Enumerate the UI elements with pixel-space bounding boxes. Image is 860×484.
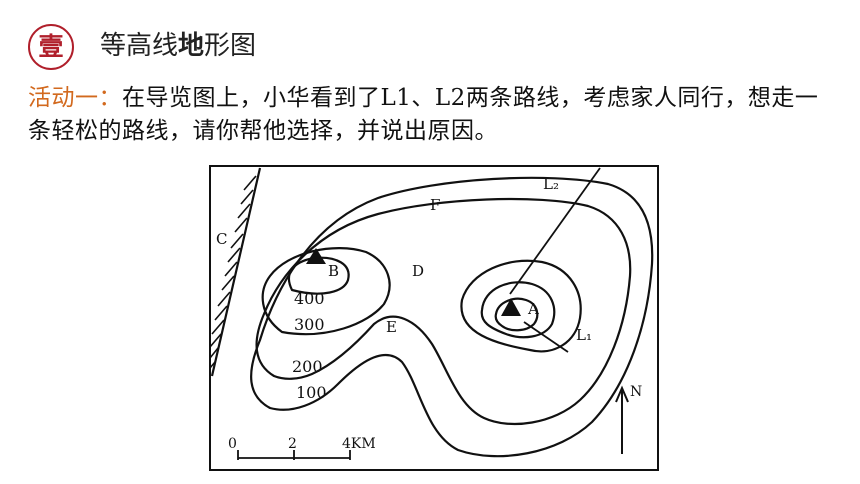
contour-label-100: 100 xyxy=(296,383,327,402)
section-badge: 壹 xyxy=(28,24,74,70)
title-part-2: 形图 xyxy=(204,31,257,61)
scale-tick-4km: 4KM xyxy=(342,436,376,452)
page-title: 等高线地形图 xyxy=(100,28,256,64)
title-part-bold: 地 xyxy=(178,31,205,61)
contour-400-east xyxy=(480,281,556,339)
contour-label-400: 400 xyxy=(294,289,325,308)
title-part-1: 等高线 xyxy=(100,31,179,61)
contour-200 xyxy=(255,197,632,426)
label-l2: L₂ xyxy=(543,175,559,193)
route-l2 xyxy=(509,167,601,295)
route-l1 xyxy=(523,321,569,353)
activity-lead: 活动一： xyxy=(28,85,122,111)
peak-b-icon xyxy=(306,248,326,264)
contour-label-200: 200 xyxy=(292,357,323,376)
map-frame xyxy=(209,165,659,471)
north-arrow-icon xyxy=(615,385,629,454)
activity-paragraph: 活动一：在导览图上，小华看到了L1、L2两条路线，考虑家人同行，想走一条轻松的路… xyxy=(28,82,838,148)
label-north: N xyxy=(630,384,642,400)
contour-label-300: 300 xyxy=(294,315,325,334)
coast-hatching xyxy=(210,175,257,369)
peak-a-icon xyxy=(501,298,521,316)
label-b: B xyxy=(328,262,339,280)
scale-tick-2: 2 xyxy=(288,436,297,452)
coastline xyxy=(210,167,262,377)
contour-300-west xyxy=(261,247,391,336)
label-l1: L₁ xyxy=(576,326,592,344)
contour-map: C F B D A E L₂ L₁ 400 300 200 100 N 0 2 … xyxy=(209,165,659,471)
label-f: F xyxy=(430,196,440,214)
label-c: C xyxy=(216,230,227,248)
label-e: E xyxy=(386,318,397,336)
label-d: D xyxy=(412,262,424,280)
scale-bar xyxy=(237,450,351,460)
scale-tick-0: 0 xyxy=(228,436,237,452)
contour-summit-east xyxy=(494,297,539,332)
contour-400-west xyxy=(287,256,350,295)
contour-300-east xyxy=(460,259,582,353)
activity-text: 在导览图上，小华看到了L1、L2两条路线，考虑家人同行，想走一条轻松的路线，请你… xyxy=(28,85,819,144)
label-a: A xyxy=(527,300,539,318)
